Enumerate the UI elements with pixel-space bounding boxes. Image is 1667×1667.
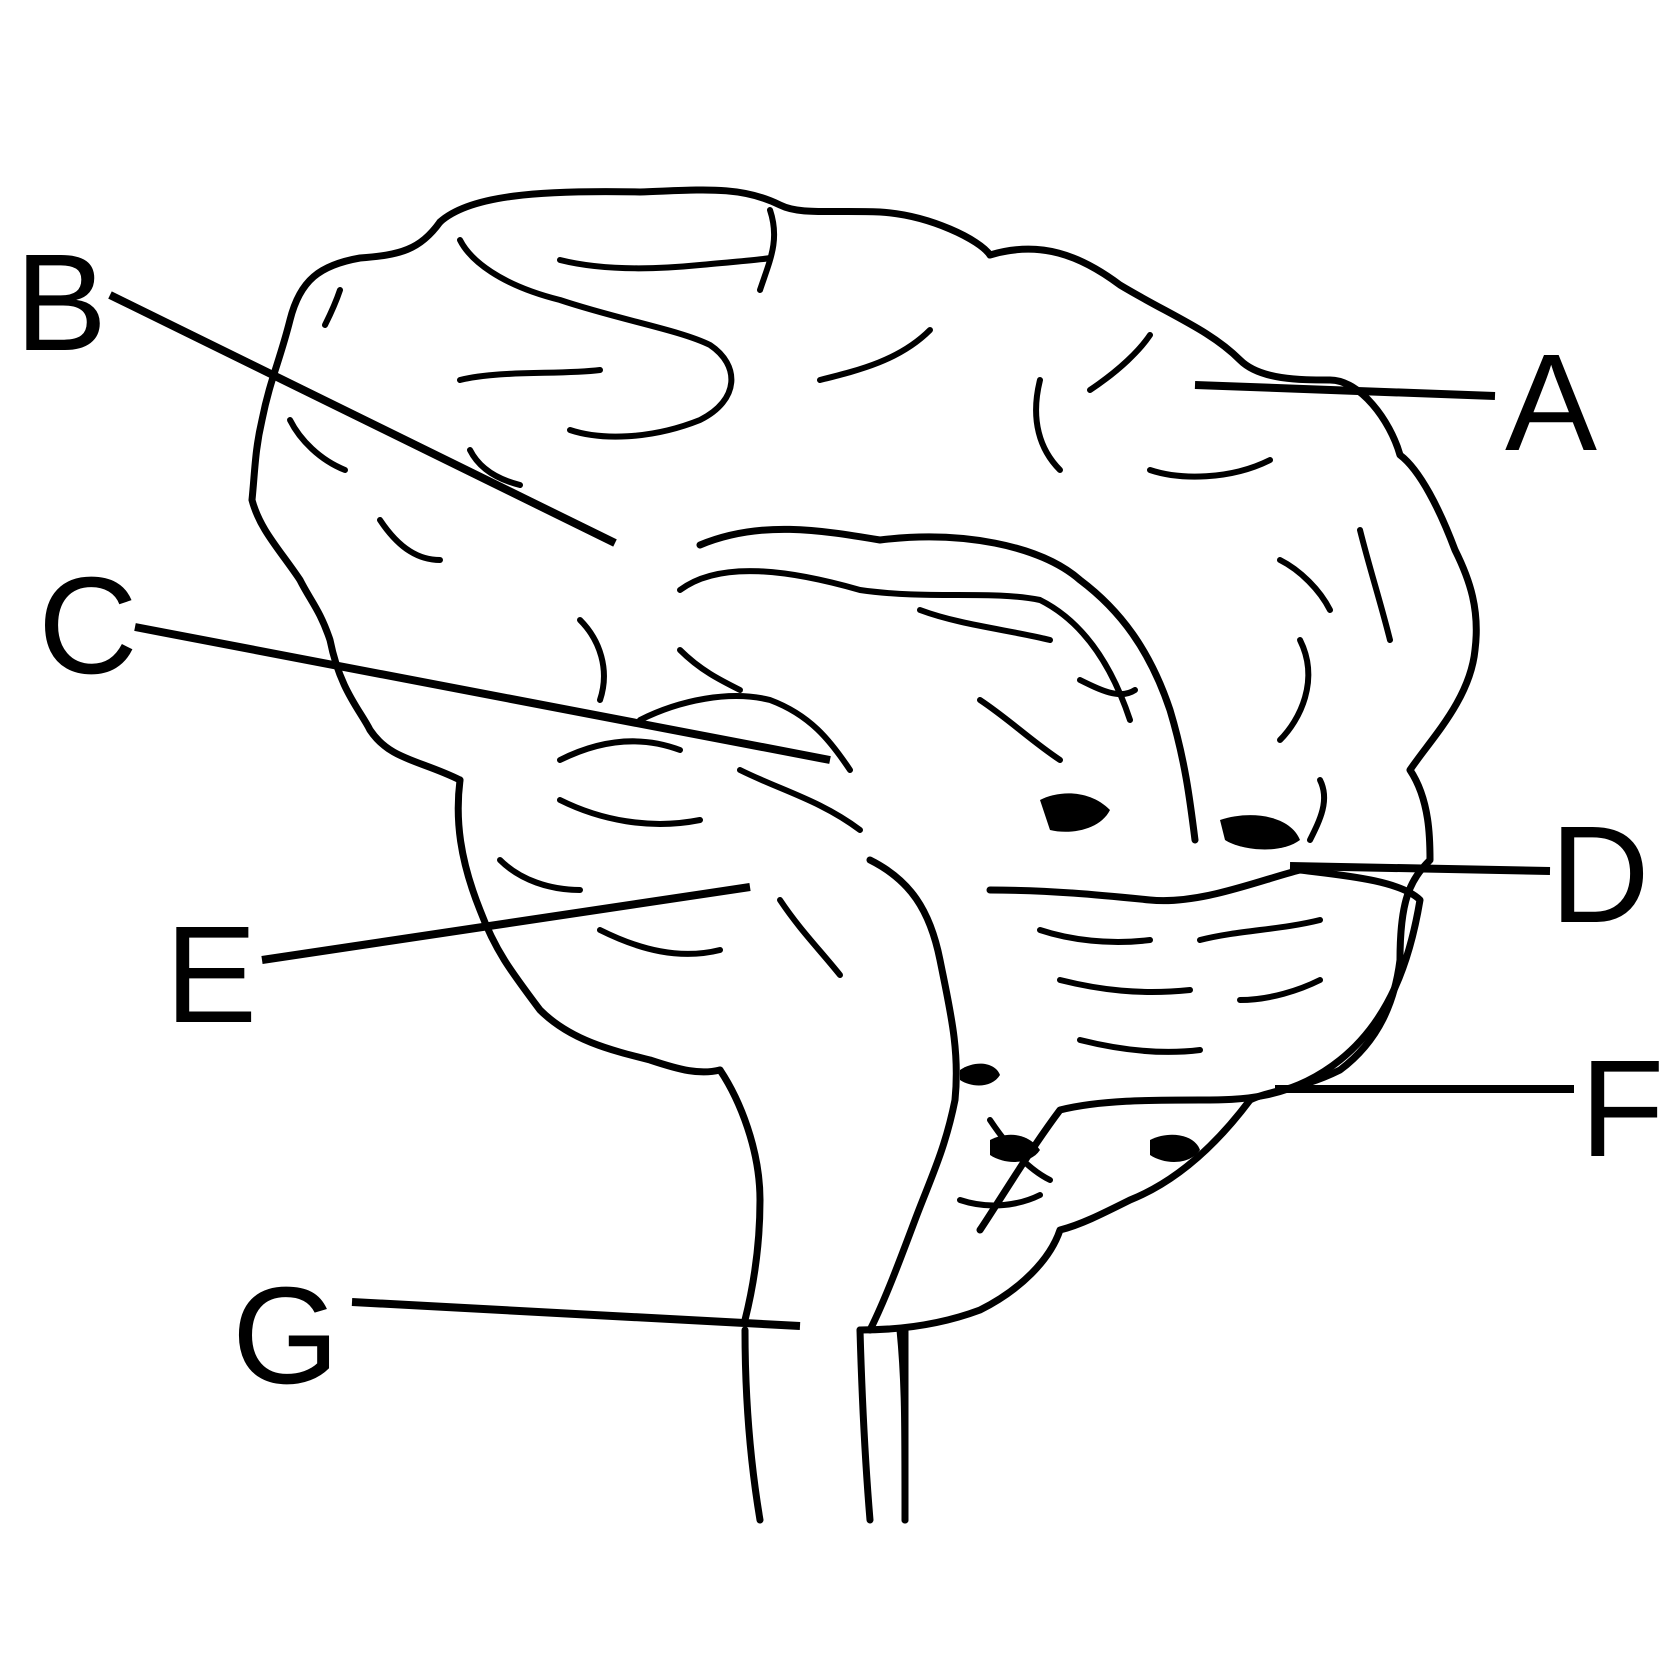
leader-line-a <box>1194 381 1496 400</box>
stalk-outline <box>716 1066 764 1524</box>
label-a: A <box>1505 326 1597 480</box>
corpus-callosum <box>696 525 1199 844</box>
label-b: B <box>15 226 107 380</box>
spinal-cord-outline <box>856 1326 909 1524</box>
label-d: D <box>1550 798 1650 952</box>
leader-line-e <box>261 883 751 964</box>
label-g: G <box>232 1259 339 1413</box>
brainstem-outline <box>866 856 960 1524</box>
cerebrum-outline <box>436 186 1480 1334</box>
leader-line-g <box>351 1298 801 1330</box>
frontal-lobe-outline <box>248 218 464 784</box>
leader-line-c <box>134 623 831 764</box>
brain-illustration <box>248 186 1480 1524</box>
label-c: C <box>38 549 138 703</box>
leader-line-b <box>108 291 617 547</box>
cerebellum-outline <box>976 866 1424 1234</box>
temporal-lobe-outline <box>454 776 724 1076</box>
cerebral-gyri <box>287 207 1393 843</box>
label-e: E <box>165 898 257 1052</box>
leader-lines <box>108 291 1574 1330</box>
shaded-regions <box>960 793 1300 1162</box>
midbrain-region <box>497 693 1063 978</box>
letter-labels: A B C D E F G <box>15 226 1664 1413</box>
label-f: F <box>1580 1032 1664 1186</box>
corpus-callosum-inner <box>677 568 1133 723</box>
cerebellum-folia <box>957 917 1323 1209</box>
leader-line-d <box>1289 862 1551 875</box>
